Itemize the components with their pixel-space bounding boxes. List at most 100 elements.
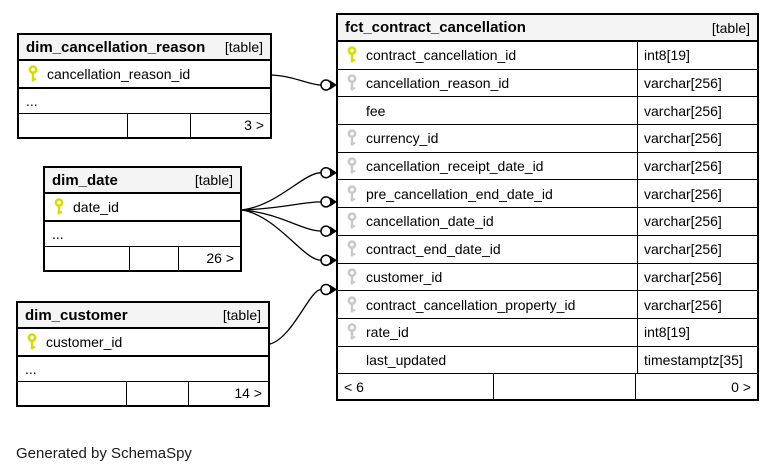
connector-circle (320, 283, 332, 296)
column-type: varchar[256] (637, 180, 757, 208)
footer-left-cell (19, 114, 127, 137)
connector-circle (320, 225, 332, 237)
column-name: last_updated (366, 351, 447, 368)
column-name: customer_id (366, 268, 443, 285)
table-title[interactable]: fct_contract_cancellation (345, 19, 526, 36)
table-footer: 26 > (45, 246, 240, 270)
column-name: currency_id (366, 130, 439, 147)
foreign-key-icon (346, 74, 358, 92)
foreign-key-icon (346, 212, 358, 230)
connector-circle (320, 196, 332, 208)
connector-circle (320, 166, 332, 179)
foreign-key-icon (346, 296, 358, 314)
table-header[interactable]: fct_contract_cancellation [table] (338, 15, 757, 42)
primary-key-icon (53, 198, 65, 216)
column-name: rate_id (366, 324, 409, 341)
footer-parents-count: < 6 (344, 378, 364, 395)
footer-children-count: 0 > (635, 374, 757, 400)
foreign-key-icon (346, 157, 358, 175)
column-name: fee (366, 102, 386, 119)
table-title[interactable]: dim_cancellation_reason (26, 38, 206, 56)
footer-left-cell (18, 382, 126, 405)
connector-circle (320, 254, 332, 267)
table-dim_date: dim_date [table] date_id ... 26 > (43, 166, 242, 272)
table-dim_cancellation_reason: dim_cancellation_reason [table] cancella… (17, 33, 272, 139)
table-row: cancellation_reason_id (19, 61, 270, 89)
primary-key-icon (26, 333, 38, 351)
relationship-line (241, 209, 322, 261)
footer-middle-cell (493, 374, 635, 400)
collapsed-columns-indicator: ... (19, 89, 270, 114)
table-footer: 3 > (19, 113, 270, 137)
footer-middle-cell (126, 113, 190, 137)
foreign-key-icon (346, 129, 358, 147)
relationship-line (271, 74, 322, 86)
column-name: contract_cancellation_property_id (366, 296, 576, 313)
table-row: date_id (45, 194, 240, 222)
table-title[interactable]: dim_date (52, 171, 118, 189)
column-name: date_id (73, 199, 119, 215)
primary-key-icon (27, 65, 39, 83)
footer-left-cell (45, 247, 129, 270)
table-title[interactable]: dim_customer (25, 306, 128, 324)
table-footer: 14 > (18, 381, 268, 405)
table-row: contract_cancellation_property_id varcha… (338, 291, 757, 319)
table-type-badge: [table] (194, 172, 233, 188)
table-type-badge: [table] (222, 307, 261, 323)
table-row: cancellation_reason_id varchar[256] (338, 69, 757, 98)
column-name: contract_end_date_id (366, 241, 501, 258)
foreign-key-icon (346, 268, 358, 286)
column-name: cancellation_reason_id (366, 75, 510, 92)
column-type: timestamptz[35] (637, 346, 757, 374)
table-row: customer_id (18, 329, 268, 357)
column-type: varchar[256] (637, 152, 757, 180)
column-name: pre_cancellation_end_date_id (366, 185, 553, 202)
table-row: last_updated timestamptz[35] (338, 346, 757, 375)
table-footer: < 6 0 > (338, 374, 757, 400)
column-name: contract_cancellation_id (366, 47, 517, 64)
footer-middle-cell (125, 381, 189, 405)
table-row: cancellation_receipt_date_id varchar[256… (338, 152, 757, 181)
footer-children-count: 14 > (188, 381, 268, 405)
primary-key-icon (346, 46, 358, 64)
column-type: varchar[256] (637, 125, 757, 152)
table-row: cancellation_date_id varchar[256] (338, 208, 757, 236)
relationship-line (241, 201, 322, 211)
collapsed-columns-indicator: ... (18, 357, 268, 382)
table-row: fee varchar[256] (338, 97, 757, 126)
footer-children-count: 3 > (189, 113, 270, 137)
relationship-line (241, 209, 322, 232)
relationship-line (241, 172, 322, 211)
column-type: int8[19] (637, 42, 757, 69)
table-type-badge: [table] (711, 19, 750, 36)
table-header[interactable]: dim_customer [table] (18, 303, 268, 329)
footer-middle-cell (128, 246, 178, 270)
table-row: pre_cancellation_end_date_id varchar[256… (338, 180, 757, 209)
column-type: varchar[256] (637, 291, 757, 318)
table-dim_customer: dim_customer [table] customer_id ... 14 … (16, 301, 270, 407)
foreign-key-icon (346, 323, 358, 341)
table-row: customer_id varchar[256] (338, 263, 757, 292)
foreign-key-icon (346, 185, 358, 203)
table-type-badge: [table] (224, 39, 263, 55)
table-row: contract_end_date_id varchar[256] (338, 235, 757, 264)
table-fct_contract_cancellation: fct_contract_cancellation [table] contra… (336, 13, 759, 402)
table-header[interactable]: dim_date [table] (45, 168, 240, 194)
foreign-key-icon (346, 240, 358, 258)
collapsed-columns-indicator: ... (45, 222, 240, 247)
column-name: cancellation_receipt_date_id (366, 158, 544, 175)
column-type: varchar[256] (637, 208, 757, 235)
generated-by-credit: Generated by SchemaSpy (16, 445, 192, 462)
table-header[interactable]: dim_cancellation_reason [table] (19, 35, 270, 61)
table-row: currency_id varchar[256] (338, 125, 757, 153)
footer-children-count: 26 > (177, 246, 240, 270)
column-name: customer_id (46, 334, 123, 350)
column-name: cancellation_reason_id (47, 66, 191, 82)
column-type: varchar[256] (637, 235, 757, 263)
table-row: contract_cancellation_id int8[19] (338, 42, 757, 70)
column-name: cancellation_date_id (366, 213, 494, 230)
column-type: int8[19] (637, 318, 757, 346)
connector-circle (320, 79, 332, 91)
column-type: varchar[256] (637, 97, 757, 125)
